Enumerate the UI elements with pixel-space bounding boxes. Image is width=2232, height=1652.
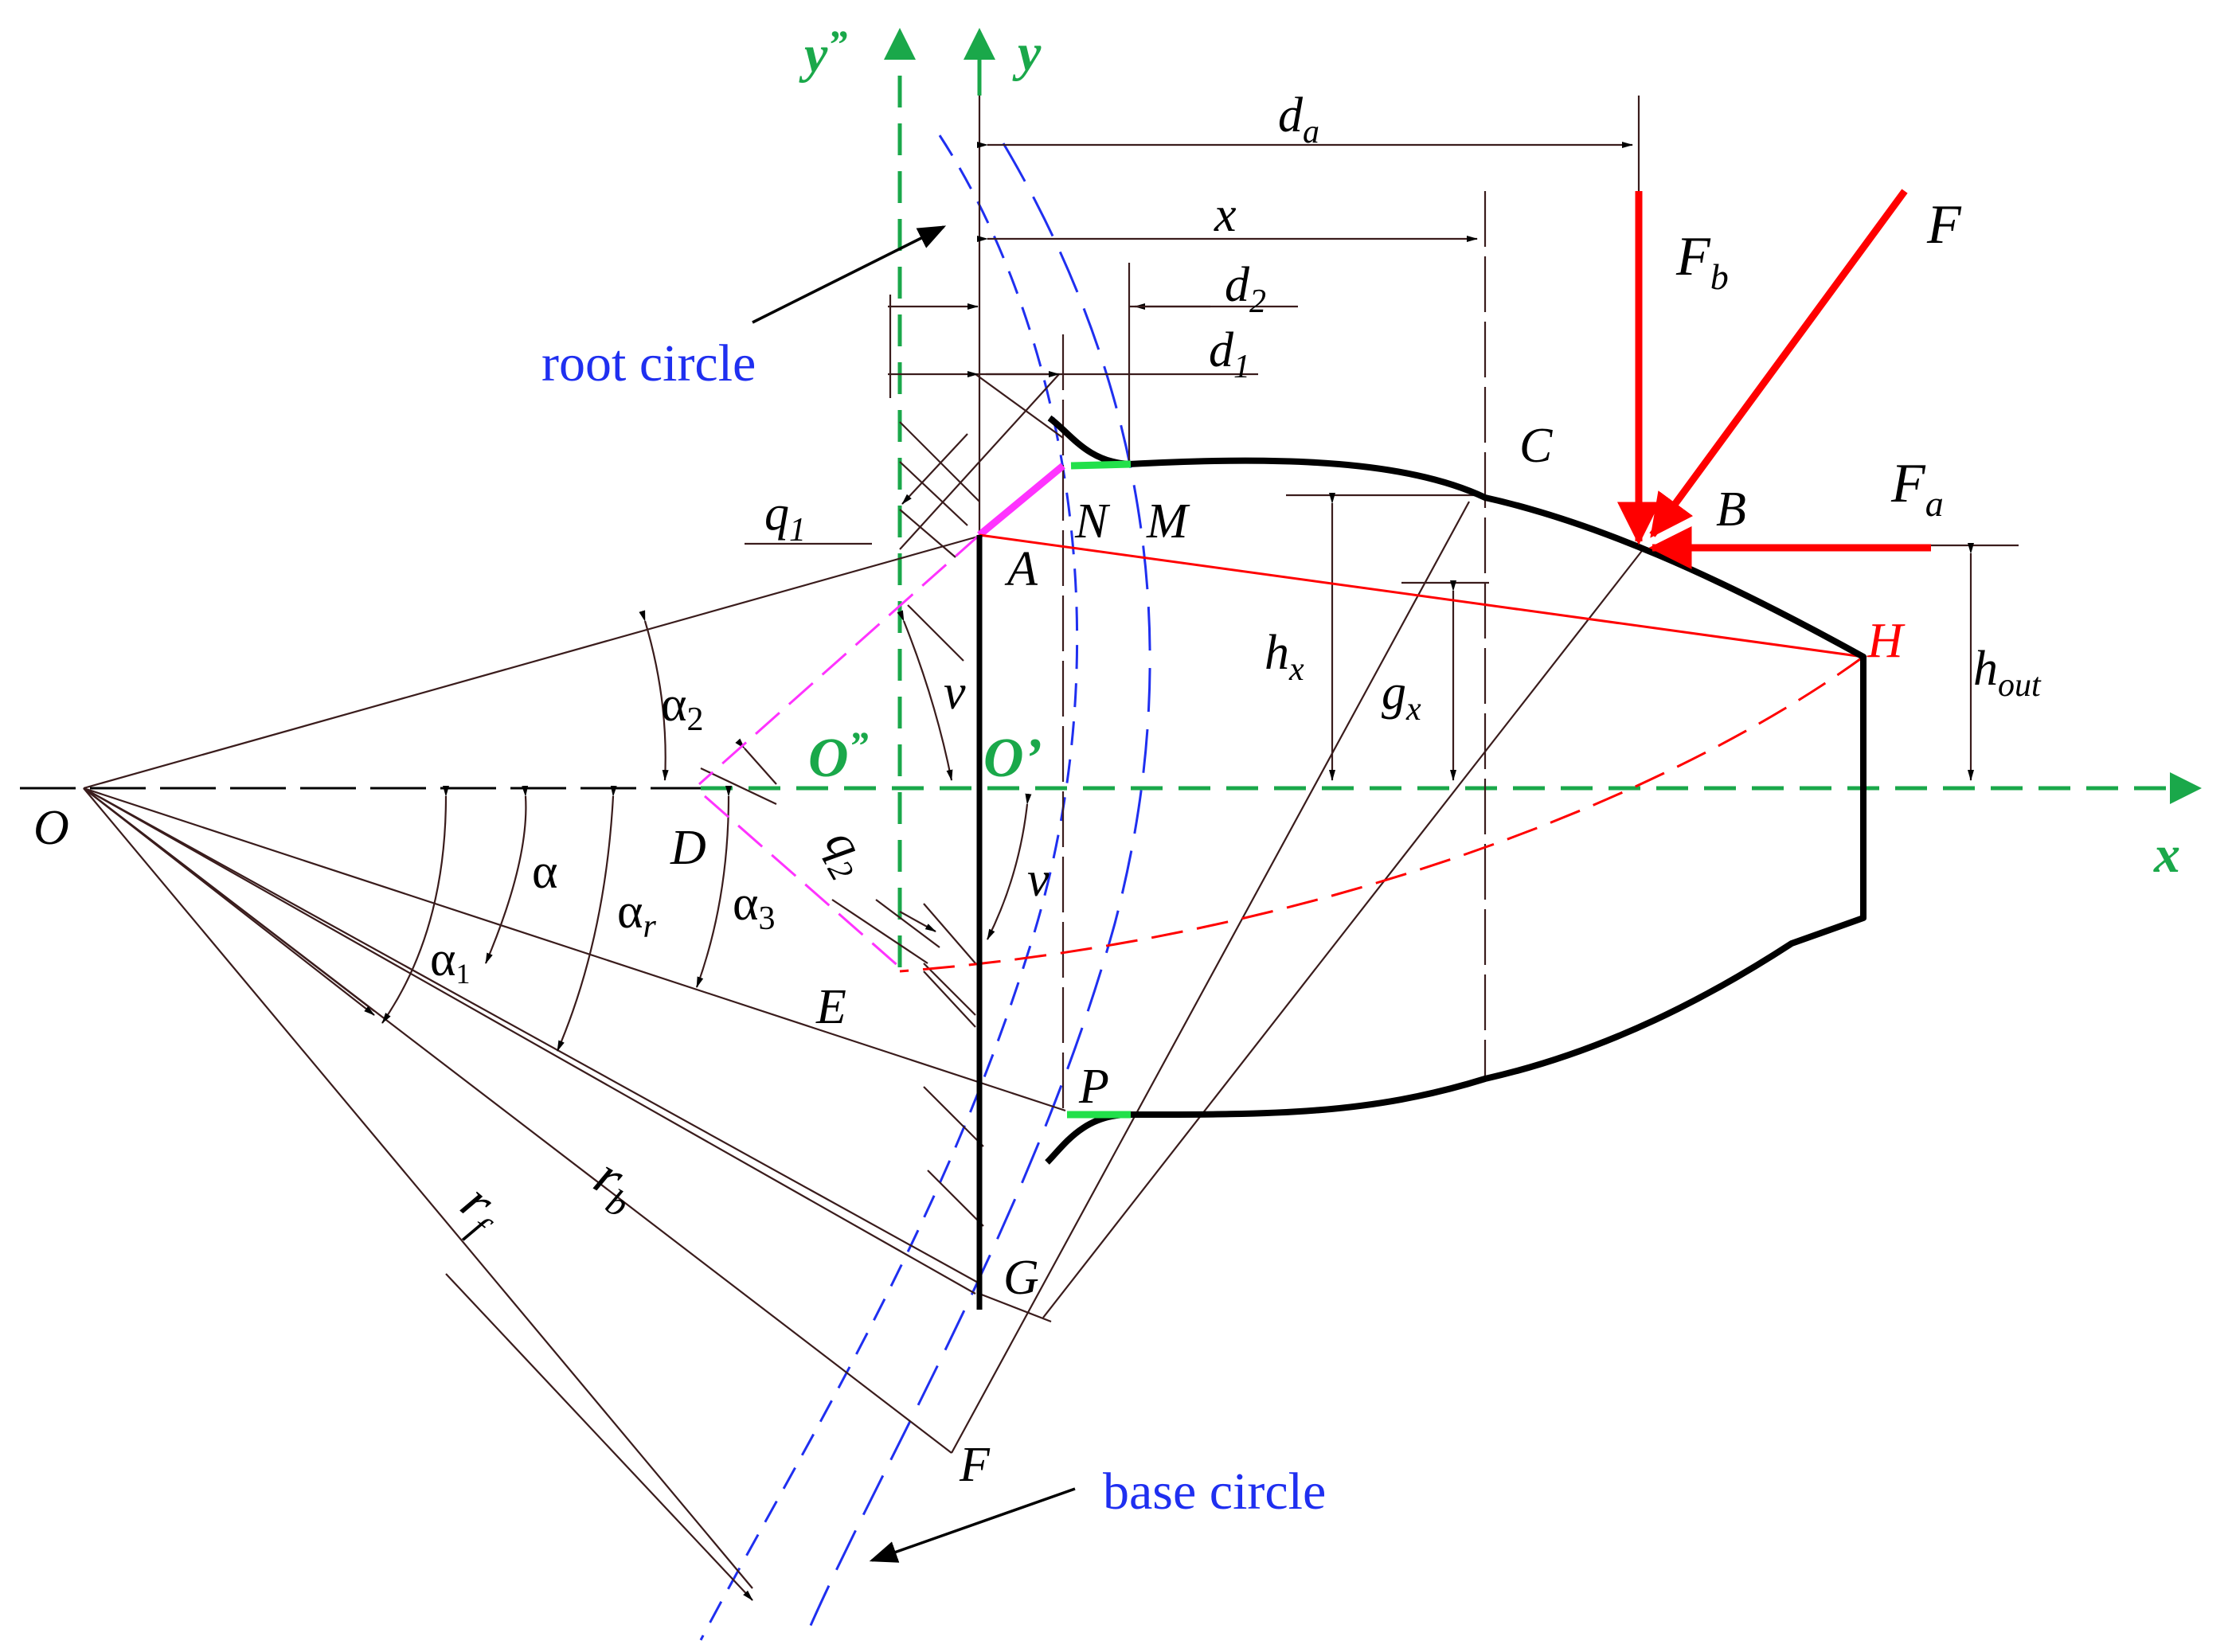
label-v-lower: v — [1027, 853, 1050, 907]
green-axes — [701, 28, 2202, 967]
label-alpha2: α2 — [661, 678, 703, 738]
label-d1: d1 — [1209, 323, 1250, 385]
point-g: G — [1003, 1251, 1039, 1305]
point-c: C — [1519, 419, 1553, 473]
magenta-lines — [698, 463, 1065, 969]
label-d2: d2 — [1225, 258, 1266, 320]
point-e: E — [815, 980, 846, 1034]
label-x: x — [2153, 826, 2180, 884]
base-circle-pointer — [869, 1487, 1076, 1563]
point-m: M — [1146, 494, 1190, 549]
label-o-double-prime: O” — [808, 723, 869, 789]
forces — [1617, 189, 1931, 569]
point-p: P — [1078, 1060, 1109, 1114]
red-load-lines — [899, 533, 1864, 973]
root-circle-arc — [699, 135, 1079, 1641]
force-f — [1649, 189, 1908, 538]
label-rf: rf — [444, 1172, 517, 1248]
extension-lines — [889, 96, 1640, 1310]
point-d: D — [670, 821, 706, 875]
label-alpha: α — [532, 845, 557, 899]
label-alpha-r: αr — [617, 885, 656, 945]
construction-lines — [83, 373, 1645, 1589]
label-root-circle: root circle — [541, 334, 756, 392]
label-force-fb: Fb — [1675, 226, 1729, 297]
label-q1: q1 — [764, 486, 806, 549]
label-force-f: F — [1926, 194, 1962, 256]
point-n: N — [1074, 494, 1111, 549]
label-v-upper: v — [944, 666, 966, 720]
label-hx: hx — [1265, 626, 1304, 688]
root-circle-pointer — [752, 225, 947, 324]
point-o: O — [33, 801, 69, 855]
point-f: F — [959, 1438, 991, 1492]
tooth-flats — [1067, 460, 1132, 1119]
label-alpha3: α3 — [733, 877, 775, 937]
point-h: H — [1867, 614, 1906, 668]
label-y: y — [1012, 24, 1042, 82]
tooth-profile — [976, 415, 1867, 1310]
point-b: B — [1716, 482, 1746, 537]
point-a: A — [1004, 542, 1038, 596]
label-o-prime: O’ — [983, 728, 1042, 789]
label-y-double-prime: y” — [799, 21, 847, 84]
label-base-circle: base circle — [1103, 1463, 1326, 1521]
base-circle-arc — [803, 143, 1151, 1641]
label-x-dim: x — [1214, 188, 1237, 242]
label-alpha1: α1 — [430, 932, 470, 990]
dimension-lines — [83, 142, 2019, 1601]
label-gx: gx — [1382, 666, 1421, 728]
label-q2: q2 — [807, 820, 882, 887]
label-da: da — [1278, 88, 1319, 150]
label-force-fa: Fa — [1890, 453, 1944, 524]
label-hout: hout — [1973, 642, 2042, 704]
